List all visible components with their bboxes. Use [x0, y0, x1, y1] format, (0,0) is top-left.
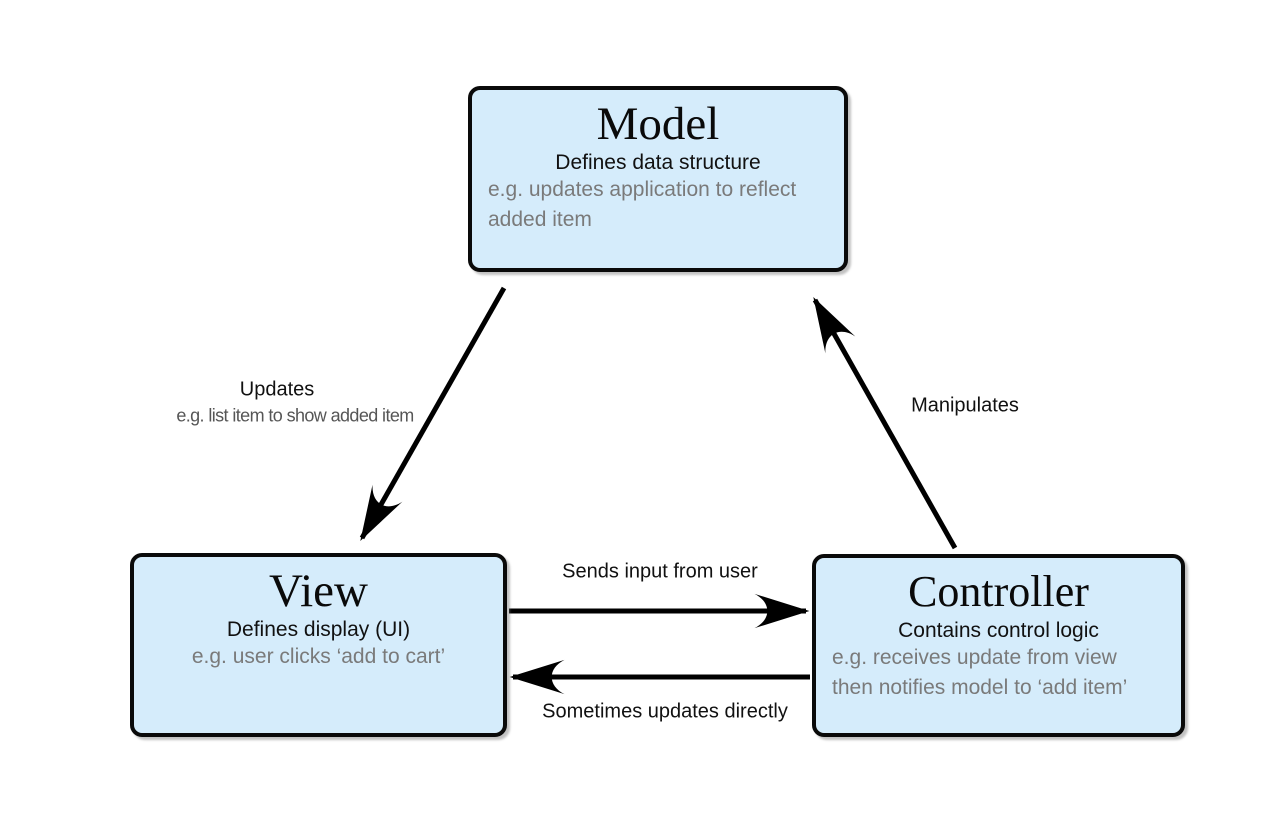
arrow-model-to-view — [359, 286, 507, 541]
controller-example-line2: then notifies model to ‘add item’ — [832, 676, 1128, 699]
view-example: e.g. user clicks ‘add to cart’ — [191, 645, 446, 668]
controller-subtitle: Contains control logic — [898, 619, 1099, 642]
model-title: Model — [596, 98, 720, 150]
node-controller: Controller Contains control logic e.g. r… — [812, 554, 1185, 737]
node-model: Model Defines data structure e.g. update… — [468, 86, 848, 272]
controller-example: e.g. receives update from view then noti… — [816, 643, 1181, 703]
edge-sublabel-updates-example: e.g. list item to show added item — [176, 405, 414, 426]
controller-example-line1: e.g. receives update from view — [832, 646, 1117, 669]
model-example-line1: e.g. updates application to reflect — [488, 178, 797, 201]
controller-title: Controller — [908, 567, 1089, 616]
edge-label-updates: Updates — [239, 378, 315, 401]
model-example: e.g. updates application to reflect adde… — [472, 175, 844, 235]
arrow-controller-to-model — [812, 297, 958, 550]
model-subtitle: Defines data structure — [555, 151, 761, 174]
edge-label-manipulates: Manipulates — [911, 394, 1019, 417]
view-subtitle: Defines display (UI) — [226, 618, 411, 641]
edge-label-sometimes-updates: Sometimes updates directly — [542, 700, 788, 723]
edge-label-sends-input: Sends input from user — [562, 560, 758, 583]
view-title: View — [269, 565, 368, 617]
model-example-line2: added item — [488, 208, 592, 231]
node-view: View Defines display (UI) e.g. user clic… — [130, 553, 507, 737]
